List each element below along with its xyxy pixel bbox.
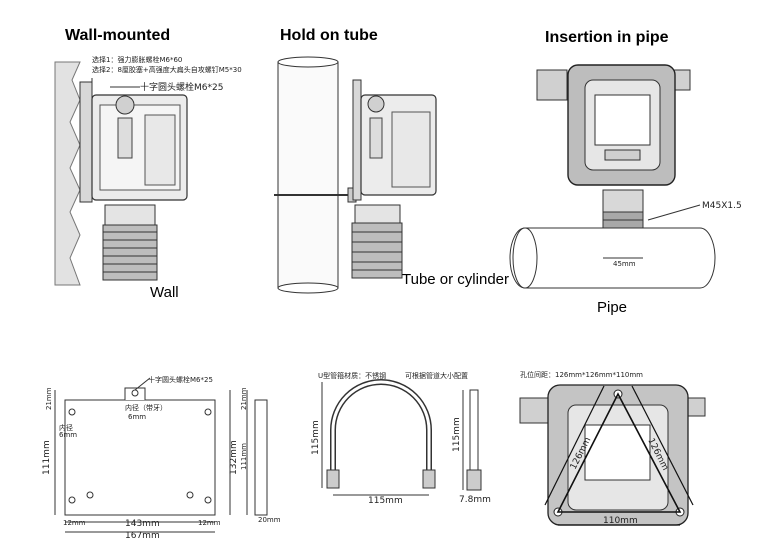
wall-note-option2: 选择2：8厘胶塞+高强度大扁头自攻螺钉M5*30 [92, 65, 242, 74]
label-pipe: Pipe [597, 299, 627, 316]
device-port [115, 95, 135, 115]
u-bolt-height: 115mm [311, 420, 321, 455]
wall-note-screw: 十字圆头螺栓M6*25 [140, 81, 223, 93]
plate-dim-right-margin: 12mm [198, 519, 221, 527]
title-hold-on-tube: Hold on tube [280, 27, 378, 44]
plate-dim-total-width: 167mm [125, 531, 160, 541]
u-bolt-note: 可根据管道大小配置 [405, 371, 468, 380]
u-bolt-side-height: 115mm [452, 417, 462, 452]
hole-spacing-note: 孔位间距：126mm*126mm*110mm [520, 370, 643, 379]
plate-hole-label: 内径（带牙） [125, 403, 167, 412]
wall-mounted-drawing [54, 61, 188, 286]
tube-cylinder [277, 61, 339, 289]
plate-left-hole-size: 6mm [59, 431, 77, 439]
label-wall: Wall [150, 284, 179, 301]
tube-drawing [274, 56, 437, 294]
plate-side-dim-height: 111mm [240, 443, 248, 470]
title-insertion-in-pipe: Insertion in pipe [545, 29, 669, 46]
u-bolt-material: U型管箍材质：不锈钢 [318, 371, 386, 380]
plate-dim-depth: 20mm [258, 516, 281, 524]
plate-dim-left-margin: 12mm [63, 519, 86, 527]
plate-dim-height: 111mm [42, 440, 52, 475]
label-thread: M45X1.5 [702, 201, 742, 211]
u-bolt-side [469, 389, 479, 471]
pipe-drawing [509, 64, 716, 289]
plate-dim-total-height: 132mm [229, 440, 239, 475]
mounting-plate-drawing [54, 377, 268, 533]
plate-hole-size: 6mm [128, 413, 146, 421]
wall-bracket [79, 81, 93, 203]
plate-dim-spacing: 143mm [125, 519, 160, 529]
u-bolt-width: 115mm [368, 496, 403, 506]
u-bolt-drawing [321, 379, 482, 496]
wall-note-option1: 选择1：强力膨胀螺栓M6*60 [92, 55, 182, 64]
label-tube-or-cylinder: Tube or cylinder [402, 271, 509, 288]
hole-triangle [556, 392, 682, 513]
wall-surface [54, 61, 81, 286]
label-pipe-width: 45mm [613, 260, 636, 268]
plate-dim-top: 21mm [45, 387, 53, 410]
plate-side-dim-top: 21mm [240, 387, 248, 410]
hole-dim-bottom: 110mm [603, 516, 638, 526]
title-wall-mounted: Wall-mounted [65, 27, 170, 44]
plate-side [254, 399, 268, 516]
plate-outline [64, 399, 216, 516]
plate-screw-note: 十字圆头螺栓M6*25 [148, 375, 213, 384]
plate-left-hole-label: 内径 [59, 423, 73, 432]
sensor-head [104, 204, 156, 226]
hole-spacing-drawing [519, 384, 706, 526]
u-bolt-rod: 7.8mm [459, 495, 491, 505]
